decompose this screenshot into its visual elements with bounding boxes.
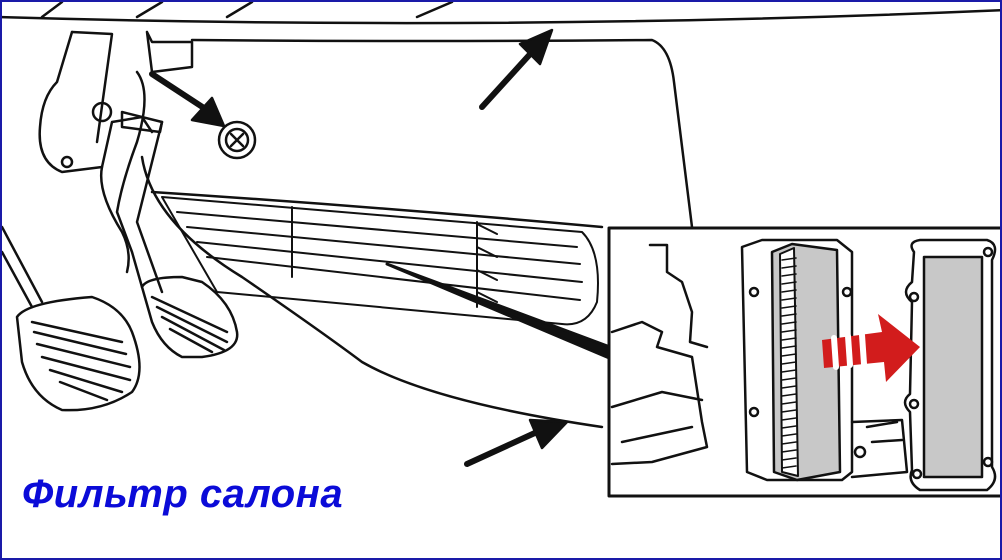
install-arrow-icon [822,314,920,382]
figure-caption: Фильтр салона [22,472,344,516]
filter-cover [903,238,997,492]
brake-pedal [140,275,239,359]
screw-icon [217,120,257,160]
clutch-pedal [2,225,141,412]
cabin-filter-installed [770,242,842,482]
pedal-assembly [38,30,194,294]
dashboard-edge [2,2,1000,25]
air-vent [161,196,599,326]
pointer-arrow-icon [149,28,616,467]
